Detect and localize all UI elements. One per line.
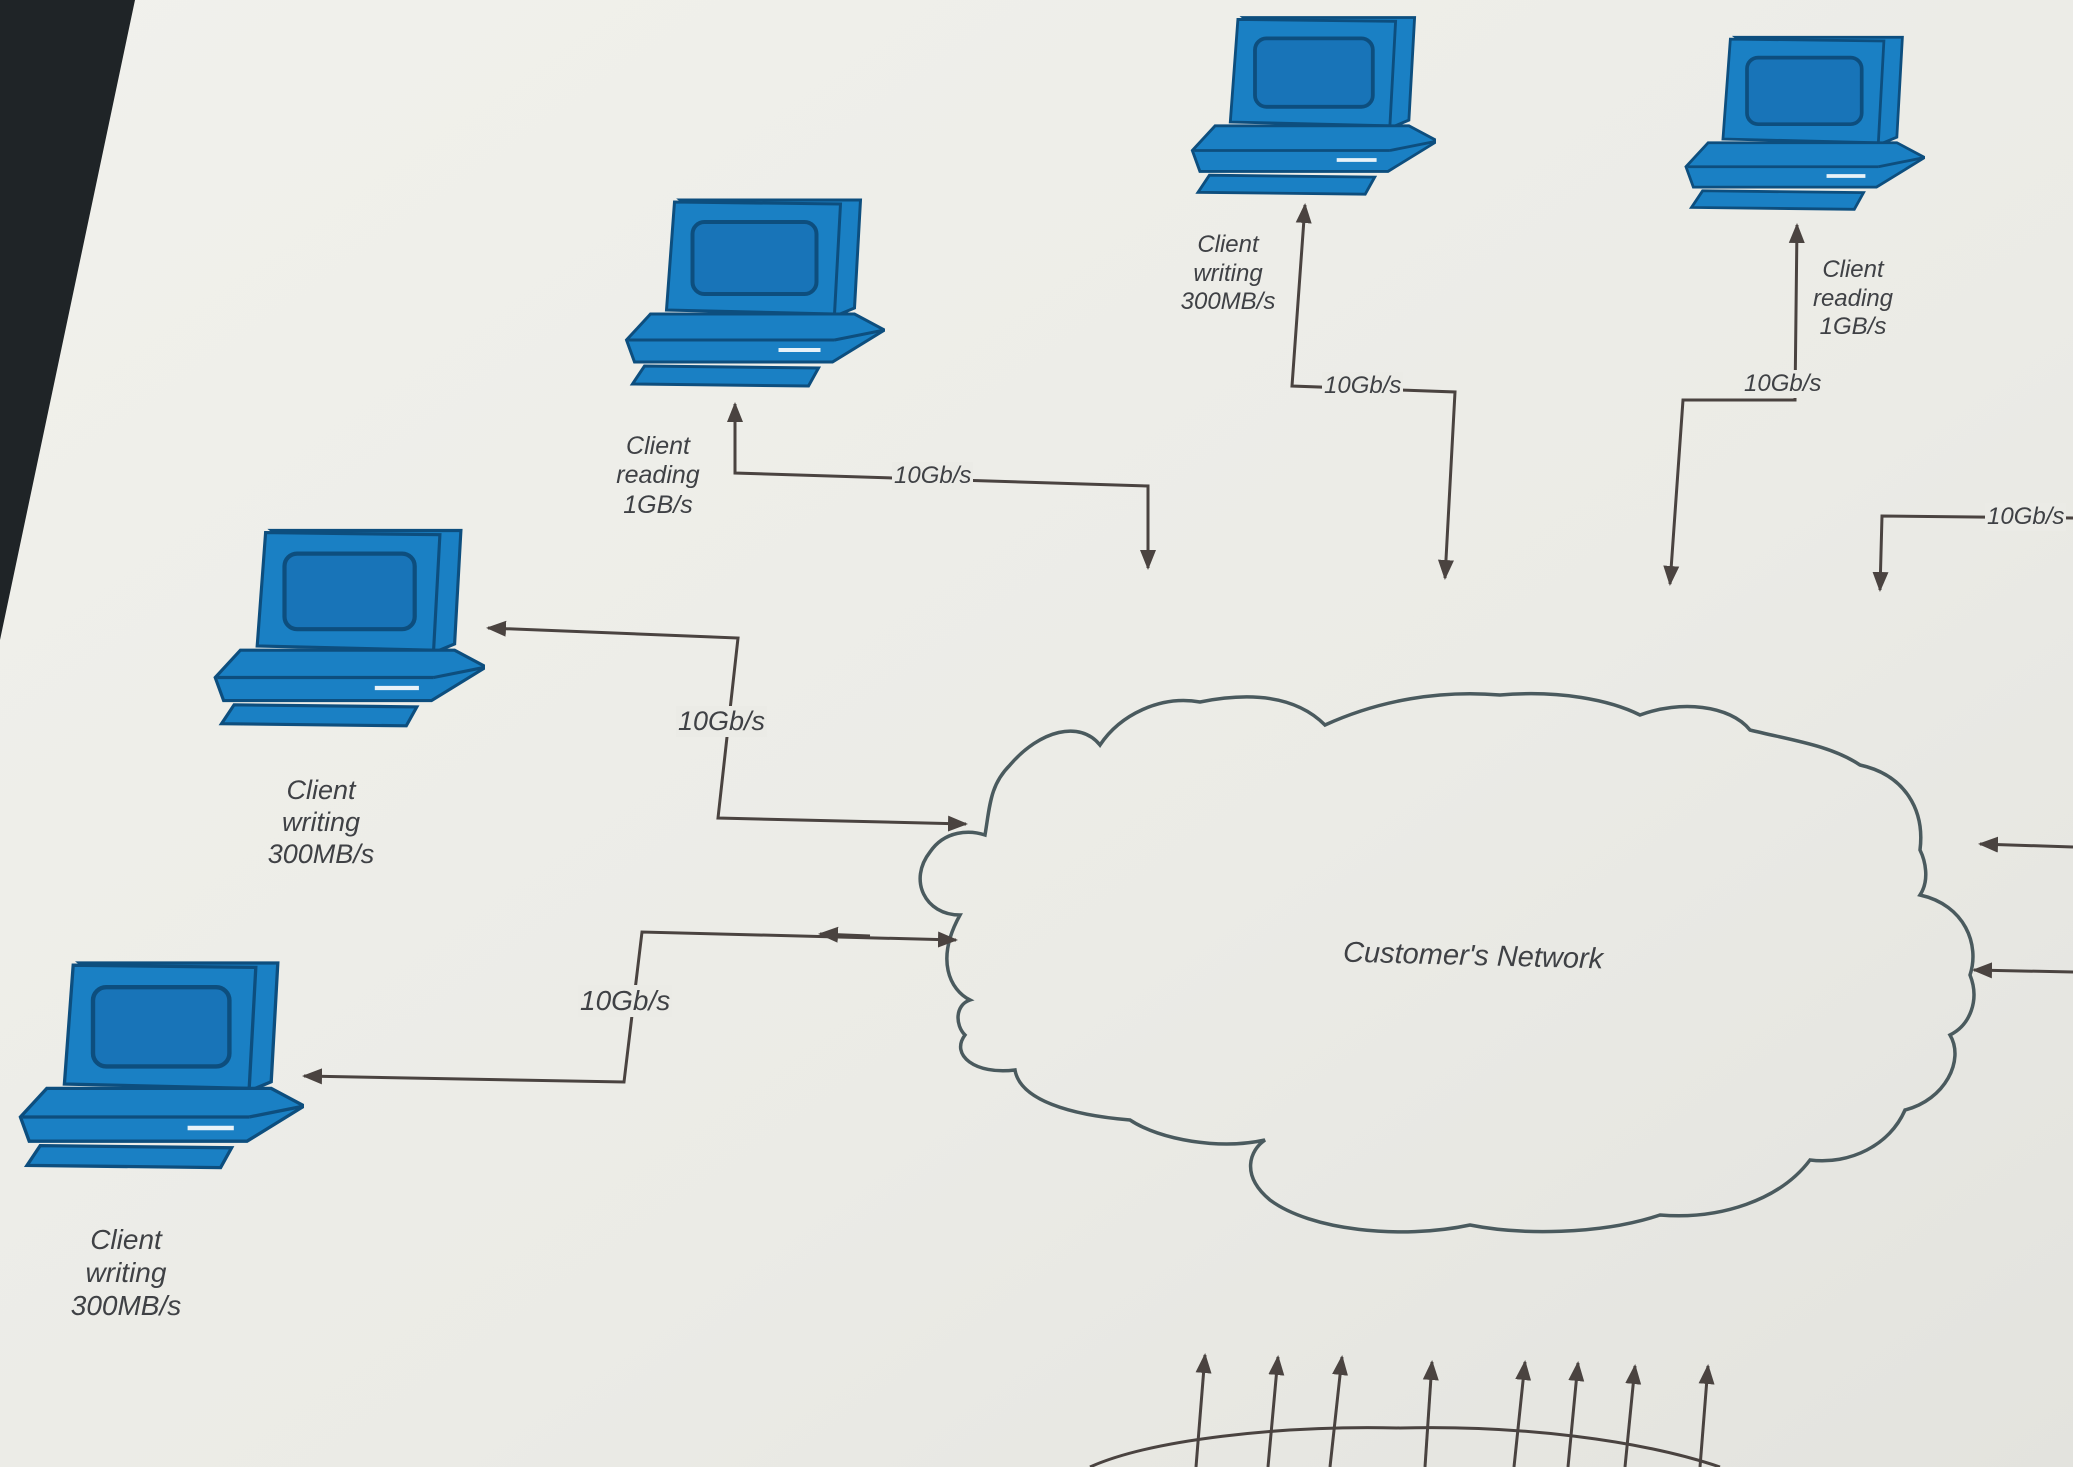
link-speed-label: 10Gb/s: [1322, 372, 1404, 400]
link-speed-label: 10Gb/s: [1985, 503, 2067, 531]
link-speed-label: 10Gb/s: [892, 462, 974, 490]
lower-cloud-outline: [1089, 1426, 1721, 1467]
link-speed-label: 10Gb/s: [676, 706, 768, 737]
uplink-line: [1266, 1355, 1285, 1467]
desktop-computer-icon: [627, 200, 885, 386]
link-speed-label: 10Gb/s: [578, 985, 673, 1017]
link-line: [818, 926, 871, 943]
uplink-line: [1328, 1355, 1349, 1467]
uplink-line: [1623, 1364, 1642, 1467]
uplink-line: [1422, 1360, 1439, 1467]
desktop-computer-icon: [20, 963, 304, 1168]
uplink-line: [1698, 1364, 1715, 1467]
uplink-line: [1566, 1361, 1585, 1467]
desktop-computer-icon: [1684, 35, 1925, 212]
customer-network-cloud: [918, 691, 1976, 1234]
link-line: [1972, 962, 2073, 979]
network-label: Customer's Network: [1342, 936, 1604, 976]
link-line: [1663, 223, 1805, 586]
uplink-line: [1512, 1360, 1532, 1467]
link-speed-label: 10Gb/s: [1742, 370, 1824, 398]
link-line: [1978, 836, 2073, 853]
desktop-computer-icon: [215, 531, 486, 726]
desktop-computer-icon: [1190, 15, 1436, 197]
uplink-line: [1194, 1353, 1212, 1467]
monitor-bezel: [0, 0, 135, 640]
